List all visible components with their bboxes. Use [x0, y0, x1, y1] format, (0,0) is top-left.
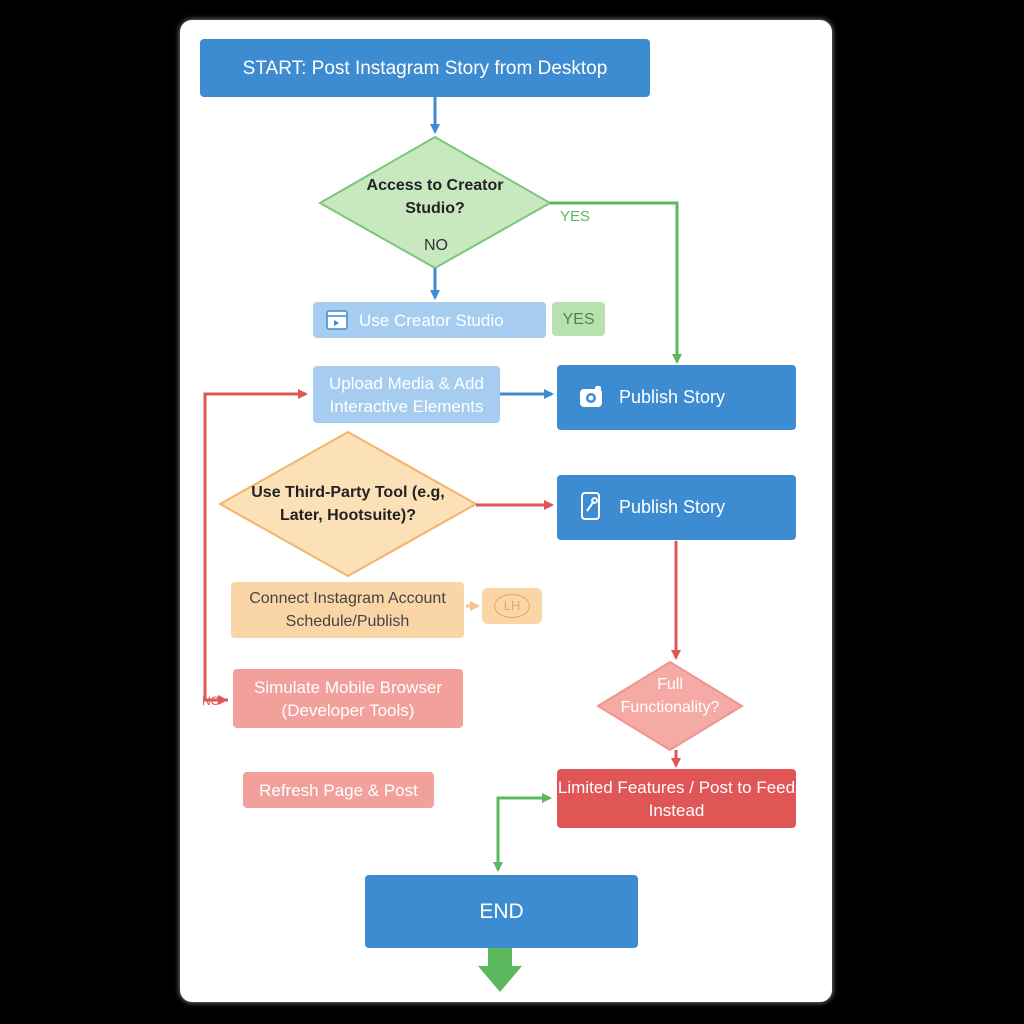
- simulate-browser-label: Simulate Mobile Browser (Developer Tools…: [253, 677, 442, 720]
- start-node: START: Post Instagram Story from Desktop: [200, 39, 650, 97]
- use-creator-studio-node: Use Creator Studio: [313, 302, 546, 338]
- arrow-no-loop: [203, 389, 308, 702]
- use-creator-studio-label: Use Creator Studio: [359, 310, 504, 330]
- yes-badge: YES: [552, 302, 605, 336]
- upload-media-node: Upload Media & Add Interactive Elements: [313, 366, 500, 423]
- simulate-browser-node: Simulate Mobile Browser (Developer Tools…: [233, 669, 463, 728]
- loop-no-label: NO: [202, 694, 220, 708]
- end-node: END: [365, 875, 638, 948]
- publish-story-label-2: Publish Story: [619, 497, 726, 517]
- connect-account-label: Connect Instagram Account Schedule/Publi…: [249, 590, 446, 630]
- tool-logo-badge: LH: [482, 588, 542, 624]
- connect-account-node: Connect Instagram Account Schedule/Publi…: [231, 582, 464, 638]
- refresh-page-label: Refresh Page & Post: [259, 780, 418, 800]
- camera-icon: [579, 386, 603, 413]
- limited-features-label: Limited Features / Post to Feed Instead: [557, 777, 796, 820]
- access-no-label: NO: [424, 237, 448, 254]
- window-icon: [326, 310, 348, 335]
- tool-icon: [580, 492, 602, 525]
- publish-story-node-2: Publish Story: [557, 475, 796, 540]
- yes-badge-label: YES: [562, 310, 595, 328]
- tool-logo-text: LH: [494, 594, 530, 618]
- end-down-arrow: [478, 948, 522, 992]
- limited-features-node: Limited Features / Post to Feed Instead: [557, 769, 796, 828]
- start-label: START: Post Instagram Story from Desktop: [242, 57, 608, 79]
- arrow-limited-connector: [496, 793, 552, 868]
- full-functionality-diamond: [596, 660, 744, 752]
- full-functionality-text: Full Functionality?: [620, 676, 720, 716]
- publish-story-label-1: Publish Story: [619, 387, 726, 407]
- upload-media-label: Upload Media & Add Interactive Elements: [329, 373, 484, 416]
- access-yes-label: YES: [560, 208, 591, 225]
- refresh-page-node: Refresh Page & Post: [243, 772, 434, 808]
- arrow-access-yes: [550, 201, 682, 364]
- access-question-text: Access to Creator Studio?: [366, 177, 504, 217]
- end-label: END: [479, 900, 524, 923]
- third-party-diamond: [217, 430, 479, 578]
- third-party-question-text: Use Third-Party Tool (e.g, Later, Hootsu…: [251, 484, 445, 524]
